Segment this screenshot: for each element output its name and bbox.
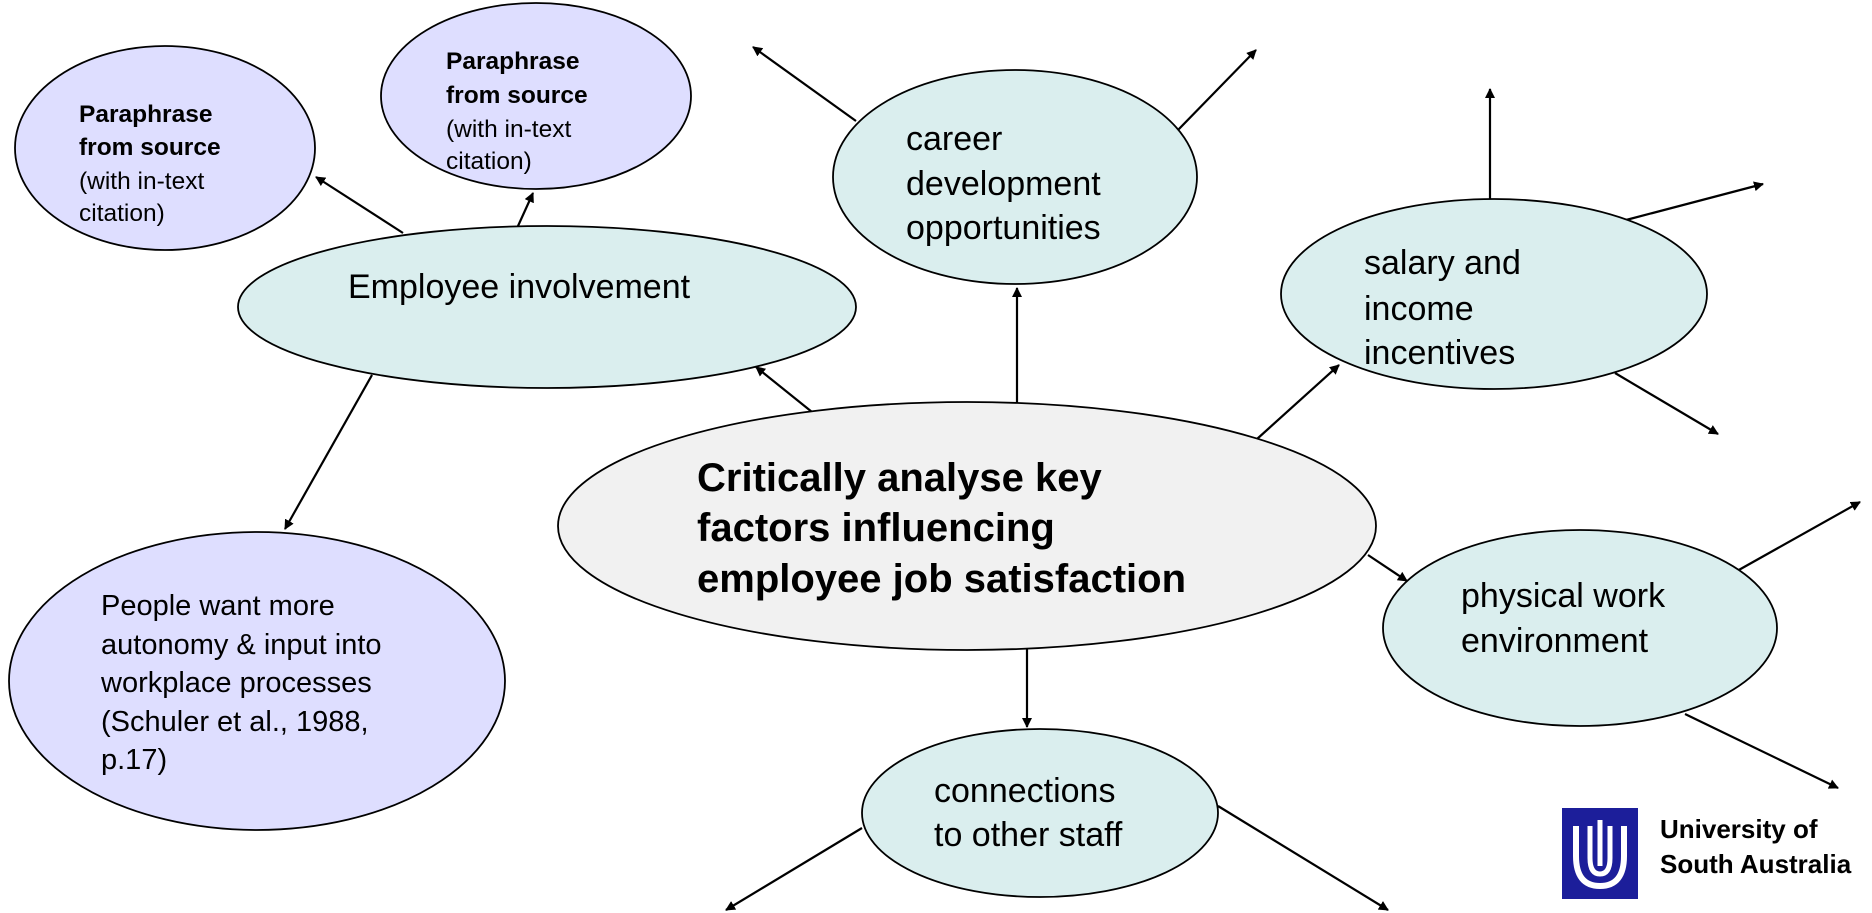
note-paraphrase-left-bold-1: Paraphrase — [79, 101, 212, 128]
factor-salary-incentives: salary and income incentives — [1280, 198, 1708, 390]
note-paraphrase-top: Paraphrase from source (with in-text cit… — [380, 2, 692, 190]
note-paraphrase-left-bold-2: from source — [79, 134, 221, 161]
note-paraphrase-top-bold-1: Paraphrase — [446, 48, 579, 75]
salary-line-2: income — [1364, 290, 1474, 328]
factor-employee-involvement: Employee involvement — [237, 225, 857, 389]
factor-connections: connections to other staff — [861, 728, 1219, 898]
arrow-career-out-right — [1177, 49, 1257, 131]
factor-physical-environment: physical work environment — [1382, 529, 1778, 727]
note-people-line-4: (Schuler et al., 1988, — [101, 706, 369, 738]
employee-involvement-bubble — [237, 225, 857, 389]
university-logo: University of South Australia — [1562, 808, 1852, 899]
note-paraphrase-top-bubble — [380, 2, 692, 190]
connector-arrows — [284, 46, 1861, 911]
arrow-employee-to-note-left — [315, 176, 404, 234]
employee-involvement-label: Employee involvement — [348, 268, 691, 306]
note-people-line-3: workplace processes — [100, 667, 372, 699]
note-paraphrase-top-bold-2: from source — [446, 82, 588, 109]
note-paraphrase-left-text-1: (with in-text — [79, 168, 204, 195]
arrow-connections-out-right — [1217, 805, 1389, 911]
university-logo-line-1: University of — [1660, 814, 1818, 844]
arrow-central-to-employee — [755, 366, 813, 413]
note-paraphrase-left-bubble — [14, 45, 316, 251]
career-line-1: career — [906, 120, 1002, 158]
arrow-central-to-salary — [1256, 364, 1340, 440]
career-line-3: opportunities — [906, 209, 1101, 247]
arrow-salary-out-down — [1614, 372, 1719, 435]
arrow-career-out-left — [752, 46, 857, 122]
note-people-line-2: autonomy & input into — [101, 629, 382, 661]
career-line-2: development — [906, 165, 1101, 203]
university-logo-line-2: South Australia — [1660, 849, 1852, 879]
arrow-central-to-physical — [1367, 554, 1408, 582]
connections-line-2: to other staff — [934, 816, 1123, 854]
central-topic-line-2: factors influencing — [697, 506, 1055, 550]
central-topic-bubble — [557, 401, 1377, 651]
connections-bubble — [861, 728, 1219, 898]
salary-line-3: incentives — [1364, 334, 1515, 372]
career-bubble — [832, 69, 1198, 285]
central-topic-line-1: Critically analyse key — [697, 456, 1102, 500]
salary-line-1: salary and — [1364, 244, 1521, 282]
note-people-line-1: People want more — [101, 590, 335, 622]
university-logo-icon — [1562, 808, 1638, 899]
physical-line-2: environment — [1461, 622, 1649, 660]
arrow-salary-out-right — [1625, 181, 1764, 222]
note-paraphrase-left: Paraphrase from source (with in-text cit… — [14, 45, 316, 251]
factor-career-development: career development opportunities — [832, 69, 1198, 285]
note-people-bubble — [8, 531, 506, 831]
central-topic-line-3: employee job satisfaction — [697, 557, 1186, 601]
note-people-line-5: p.17) — [101, 744, 167, 776]
central-topic: Critically analyse key factors influenci… — [557, 401, 1377, 651]
arrow-physical-out-down — [1684, 713, 1839, 789]
note-people-autonomy: People want more autonomy & input into w… — [8, 531, 506, 831]
connections-line-1: connections — [934, 772, 1115, 810]
physical-line-1: physical work — [1461, 577, 1666, 615]
arrow-employee-to-note-top — [516, 192, 535, 227]
note-paraphrase-top-text-2: citation) — [446, 148, 532, 175]
arrow-connections-out-left — [725, 827, 863, 911]
note-paraphrase-top-text-1: (with in-text — [446, 116, 571, 143]
physical-bubble — [1382, 529, 1778, 727]
arrow-physical-out-up — [1736, 501, 1861, 572]
arrow-employee-to-people — [284, 374, 373, 530]
note-paraphrase-left-text-2: citation) — [79, 200, 165, 227]
salary-bubble — [1280, 198, 1708, 390]
